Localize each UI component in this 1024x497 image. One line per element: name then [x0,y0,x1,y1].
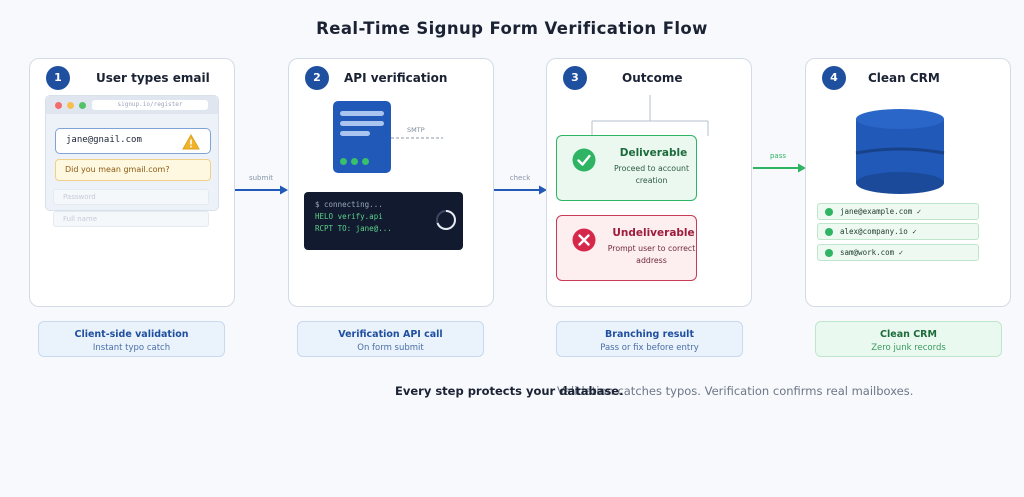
submit-arrow [235,185,288,195]
caption-title: Verification API call [338,329,443,340]
terminal-line: RCPT TO: jane@... [315,224,392,233]
undeliverable-title: Undeliverable [612,227,695,239]
submit-label: submit [248,174,274,182]
fullname-field[interactable]: Full name [53,211,209,227]
caption-subtitle: Pass or fix before entry [600,343,699,353]
pass-label: pass [769,152,787,160]
email-field-value: jane@gnail.com [66,135,142,145]
server-led [340,158,347,165]
terminal-window: $ connecting... HELO verify.api RCPT TO:… [304,192,463,250]
check-arrow [494,185,547,195]
check-label: check [509,174,531,182]
step-card-api-verification: 2 API verification SMTP $ connecting... … [288,58,494,307]
deliverable-box: Deliverable Proceed to account creation [556,135,697,201]
database-icon [855,109,945,194]
caption-title: Branching result [605,329,694,340]
step-number-badge: 2 [305,66,329,90]
crm-record: sam@work.com ✓ [817,244,979,261]
caption-verification-api-call: Verification API call On form submit [297,321,484,357]
branch-connector [591,95,709,136]
step-card-outcome: 3 Outcome Deliverable Proceed to account… [546,58,752,307]
check-circle-icon [572,148,596,172]
server-led [351,158,358,165]
server-slot [340,131,370,136]
crm-record-email: alex@company.io ✓ [840,227,917,236]
crm-record-email: sam@work.com ✓ [840,248,904,257]
step-number-badge: 1 [46,66,70,90]
caption-subtitle: On form submit [357,343,424,353]
smtp-label: SMTP [407,126,425,134]
undeliverable-box: Undeliverable Prompt user to correct add… [556,215,697,281]
step-number-badge: 3 [563,66,587,90]
verified-dot-icon [825,208,833,216]
warning-icon [182,134,200,150]
step-title: Clean CRM [868,71,940,85]
server-slot [340,111,384,116]
smtp-connector [391,137,443,139]
caption-title: Clean CRM [880,329,937,340]
footer-detail: Validation catches typos. Verification c… [557,384,914,398]
password-field[interactable]: Password [53,189,209,205]
caption-clean-crm: Clean CRM Zero junk records [815,321,1002,357]
browser-toolbar: signup.io/register [46,96,218,114]
email-field[interactable]: jane@gnail.com [55,128,211,154]
server-slot [340,121,384,126]
close-dot-icon [55,102,62,109]
deliverable-title: Deliverable [619,147,688,159]
caption-subtitle: Instant typo catch [92,343,171,353]
caption-title: Client-side validation [74,329,189,340]
typo-suggestion[interactable]: Did you mean gmail.com? [55,159,211,181]
maximize-dot-icon [79,102,86,109]
crm-record: alex@company.io ✓ [817,223,979,240]
verified-dot-icon [825,228,833,236]
verified-dot-icon [825,249,833,257]
server-icon [333,101,391,173]
terminal-line: $ connecting... [315,200,383,209]
caption-client-side-validation: Client-side validation Instant typo catc… [38,321,225,357]
caption-branching-result: Branching result Pass or fix before entr… [556,321,743,357]
caption-subtitle: Zero junk records [871,343,946,353]
x-circle-icon [572,228,596,252]
deliverable-subtitle: Proceed to account creation [613,164,690,185]
step-number-badge: 4 [822,66,846,90]
page-title: Real-Time Signup Form Verification Flow [316,19,708,38]
terminal-line: HELO verify.api [315,212,383,221]
step-card-user-types-email: 1 User types email signup.io/register ja… [29,58,235,307]
server-led [362,158,369,165]
step-title: User types email [96,71,210,85]
step-title: Outcome [622,71,683,85]
crm-record-email: jane@example.com ✓ [840,207,922,216]
step-card-clean-crm: 4 Clean CRM jane@example.com ✓ alex@comp… [805,58,1011,307]
crm-record: jane@example.com ✓ [817,203,979,220]
minimize-dot-icon [67,102,74,109]
step-title: API verification [344,71,448,85]
spinner-icon [436,210,456,230]
footer-headline: Every step protects your database. [395,384,624,398]
undeliverable-subtitle: Prompt user to correct address [607,244,696,265]
pass-arrow [753,163,806,173]
browser-window: signup.io/register jane@gnail.com Did yo… [45,95,219,211]
url-bar[interactable]: signup.io/register [92,100,208,110]
